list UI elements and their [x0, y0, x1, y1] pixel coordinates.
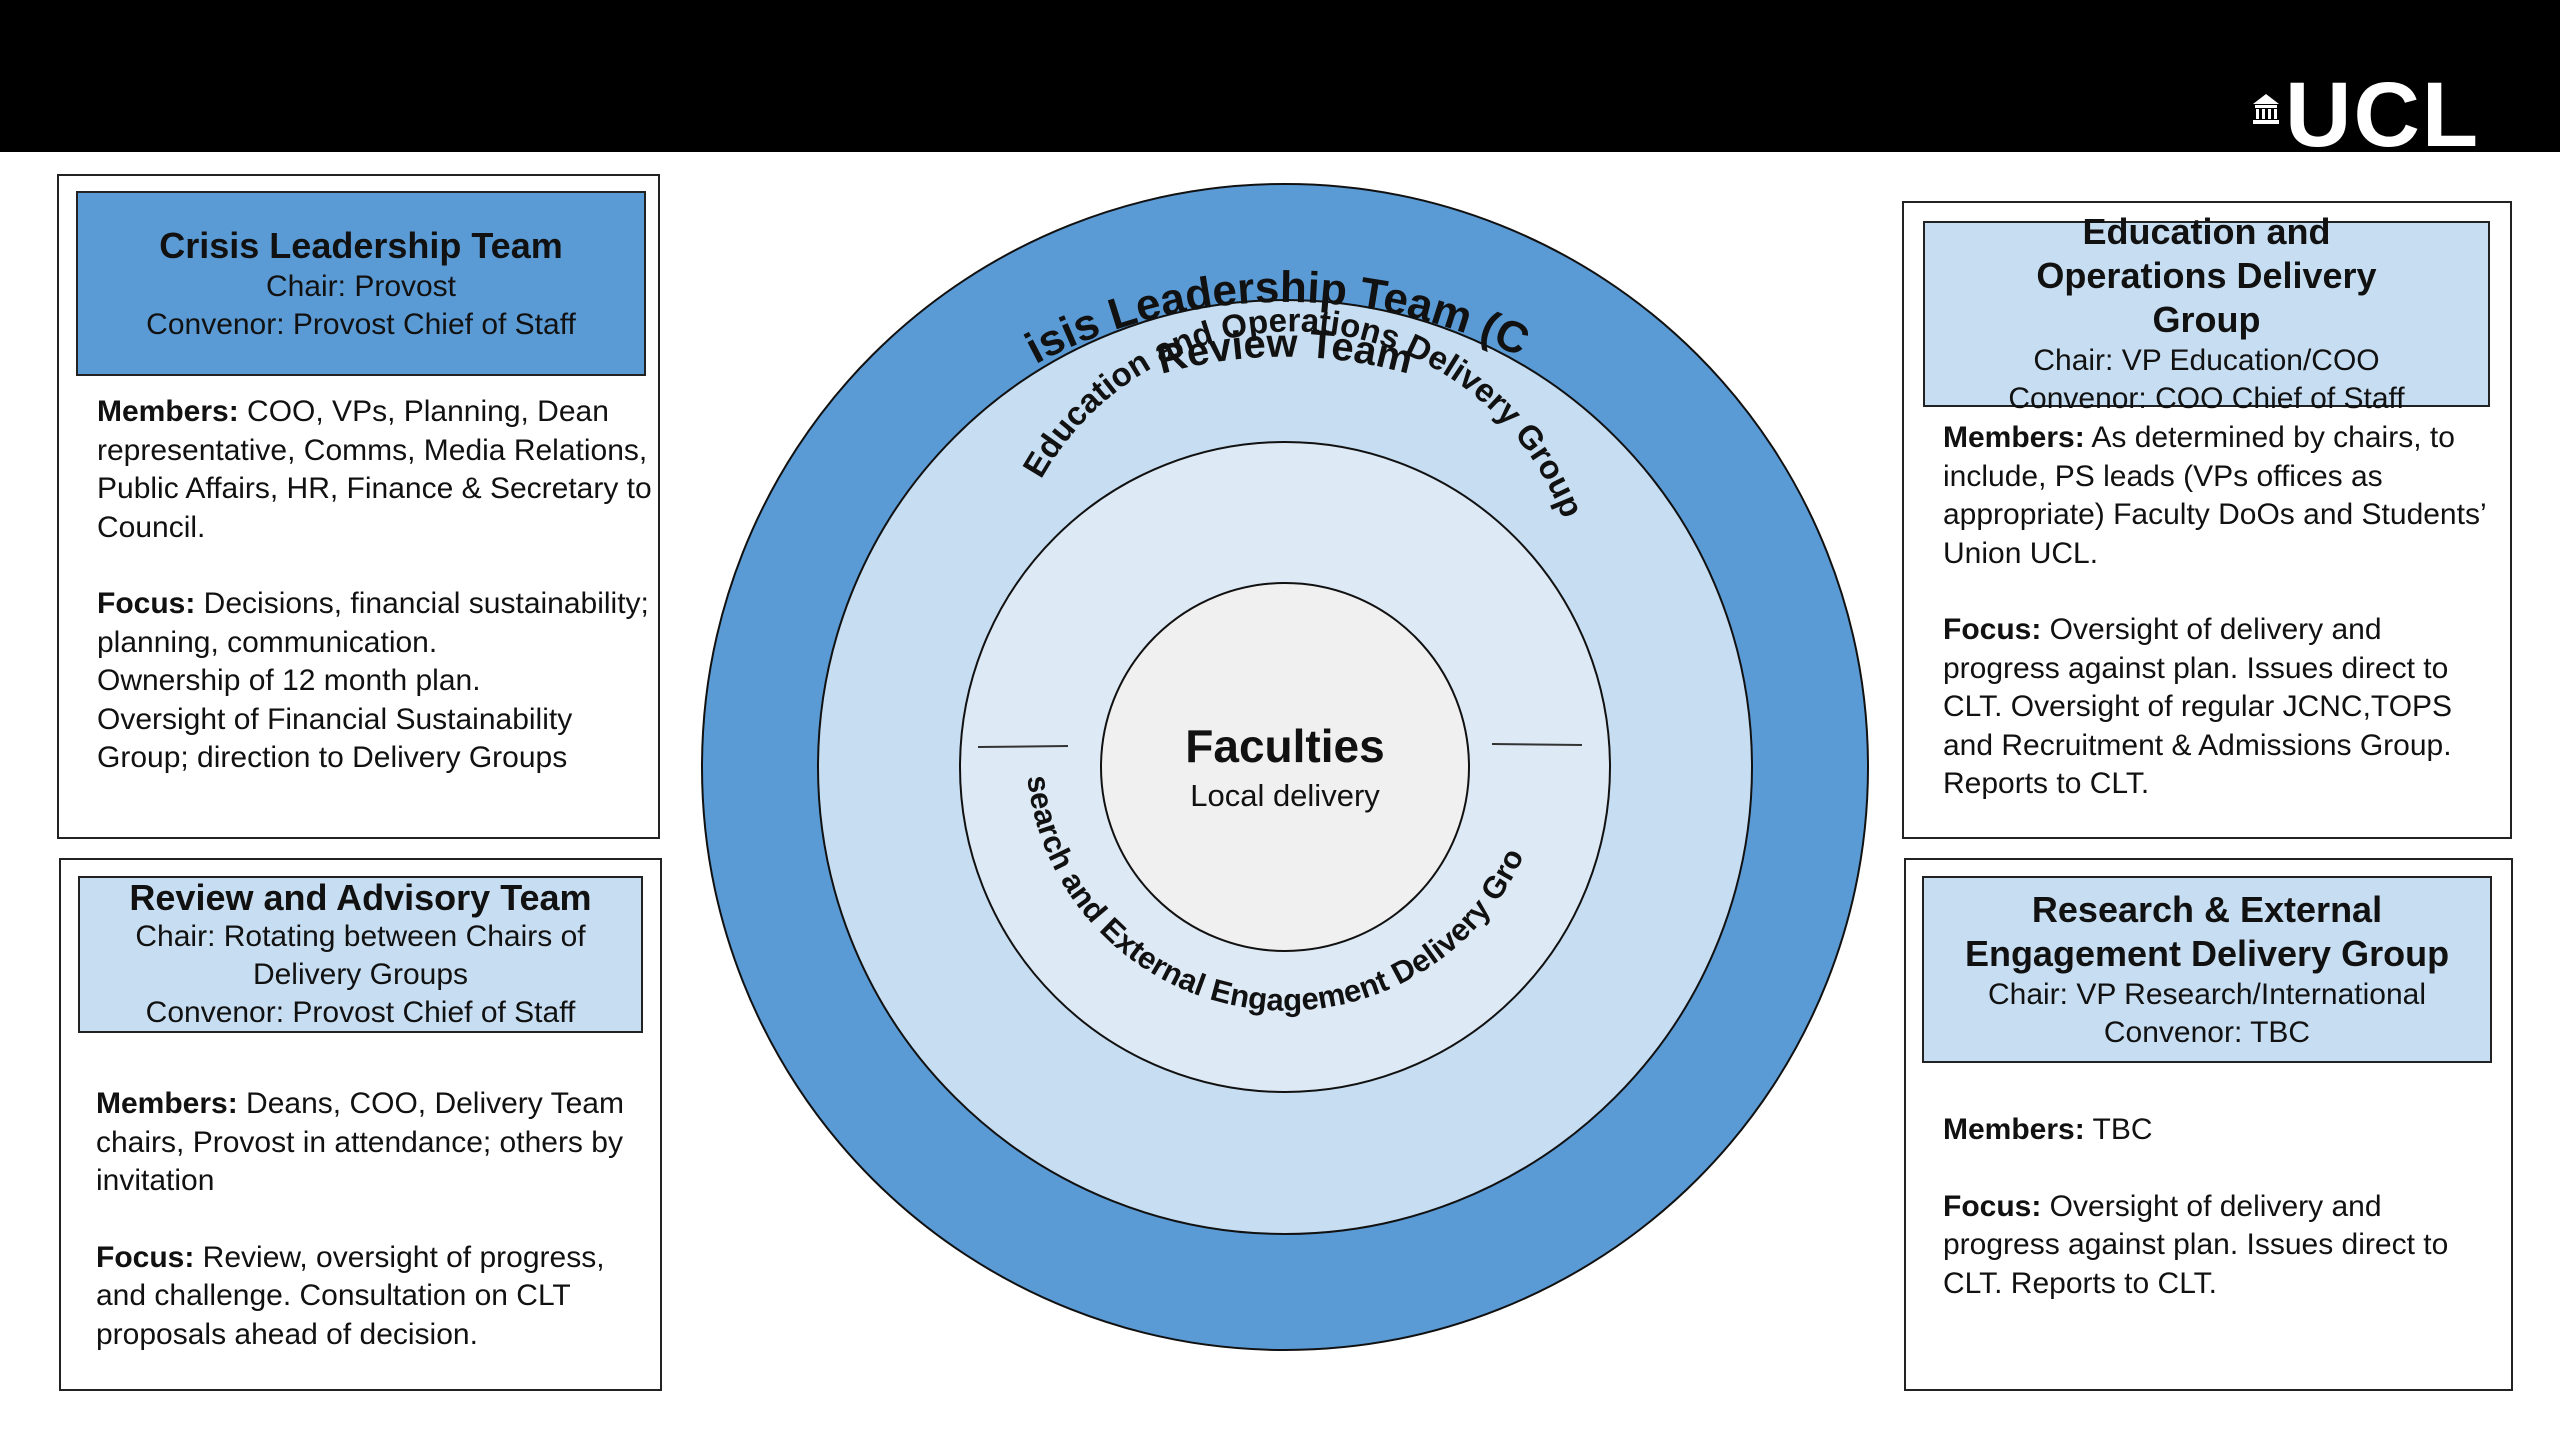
research-header: Research & External Engagement Delivery …	[1922, 876, 2492, 1063]
edu-convenor: Convenor: COO Chief of Staff	[2008, 382, 2405, 415]
review-convenor: Convenor: Provost Chief of Staff	[145, 995, 576, 1029]
clt-focus-3: Oversight of Financial Sustainability Gr…	[97, 702, 573, 775]
review-chair: Chair: Rotating between Chairs of Delive…	[135, 919, 586, 991]
research-convenor: Convenor: TBC	[2103, 1015, 2311, 1049]
divider-right	[1491, 743, 1583, 746]
edu-body: Members: As determined by chairs, to inc…	[1943, 419, 2505, 804]
ring-faculties	[1100, 582, 1470, 952]
ucl-logo: UCL	[2253, 64, 2481, 166]
clt-focus: Focus: Decisions, financial sustainabili…	[97, 587, 649, 659]
edu-members: Members: As determined by chairs, to inc…	[1943, 421, 2486, 570]
clt-body: Members: COO, VPs, Planning, Dean repres…	[97, 393, 652, 778]
clt-chair: Chair: Provost	[265, 269, 457, 303]
edu-chair: Chair: VP Education/COO	[2033, 344, 2380, 377]
clt-convenor: Convenor: Provost Chief of Staff	[146, 307, 576, 341]
divider-left	[977, 745, 1069, 748]
top-banner	[0, 0, 2560, 152]
edu-header: Education and Operations Delivery Group …	[1923, 211, 2490, 415]
center-subtitle: Local delivery	[1190, 778, 1380, 813]
center-title: Faculties	[1185, 720, 1384, 772]
research-focus: Focus: Oversight of delivery and progres…	[1943, 1189, 2449, 1300]
clt-focus-2: Ownership of 12 month plan.	[97, 664, 481, 697]
review-members: Members: Deans, COO, Delivery Team chair…	[96, 1087, 624, 1197]
clt-header: Crisis Leadership Team Chair: Provost Co…	[76, 191, 646, 376]
review-body: Members: Deans, COO, Delivery Team chair…	[96, 1085, 656, 1354]
review-focus: Focus: Review, oversight of progress, an…	[96, 1240, 605, 1351]
research-title: Research & External Engagement Delivery …	[1964, 888, 2450, 974]
research-members: Members: TBC	[1943, 1113, 2153, 1146]
clt-title: Crisis Leadership Team	[159, 224, 563, 266]
edu-title: Education and Operations Delivery Group	[2036, 211, 2377, 340]
research-chair: Chair: VP Research/International	[1987, 977, 2427, 1011]
edu-focus: Focus: Oversight of delivery and progres…	[1943, 613, 2453, 800]
logo-text: UCL	[2285, 64, 2481, 166]
review-title: Review and Advisory Team	[129, 876, 592, 918]
ucl-portico-icon	[2253, 94, 2279, 124]
clt-members: Members: COO, VPs, Planning, Dean repres…	[97, 395, 652, 544]
research-body: Members: TBC Focus: Oversight of deliver…	[1943, 1111, 2498, 1303]
review-header: Review and Advisory Team Chair: Rotating…	[78, 876, 643, 1033]
